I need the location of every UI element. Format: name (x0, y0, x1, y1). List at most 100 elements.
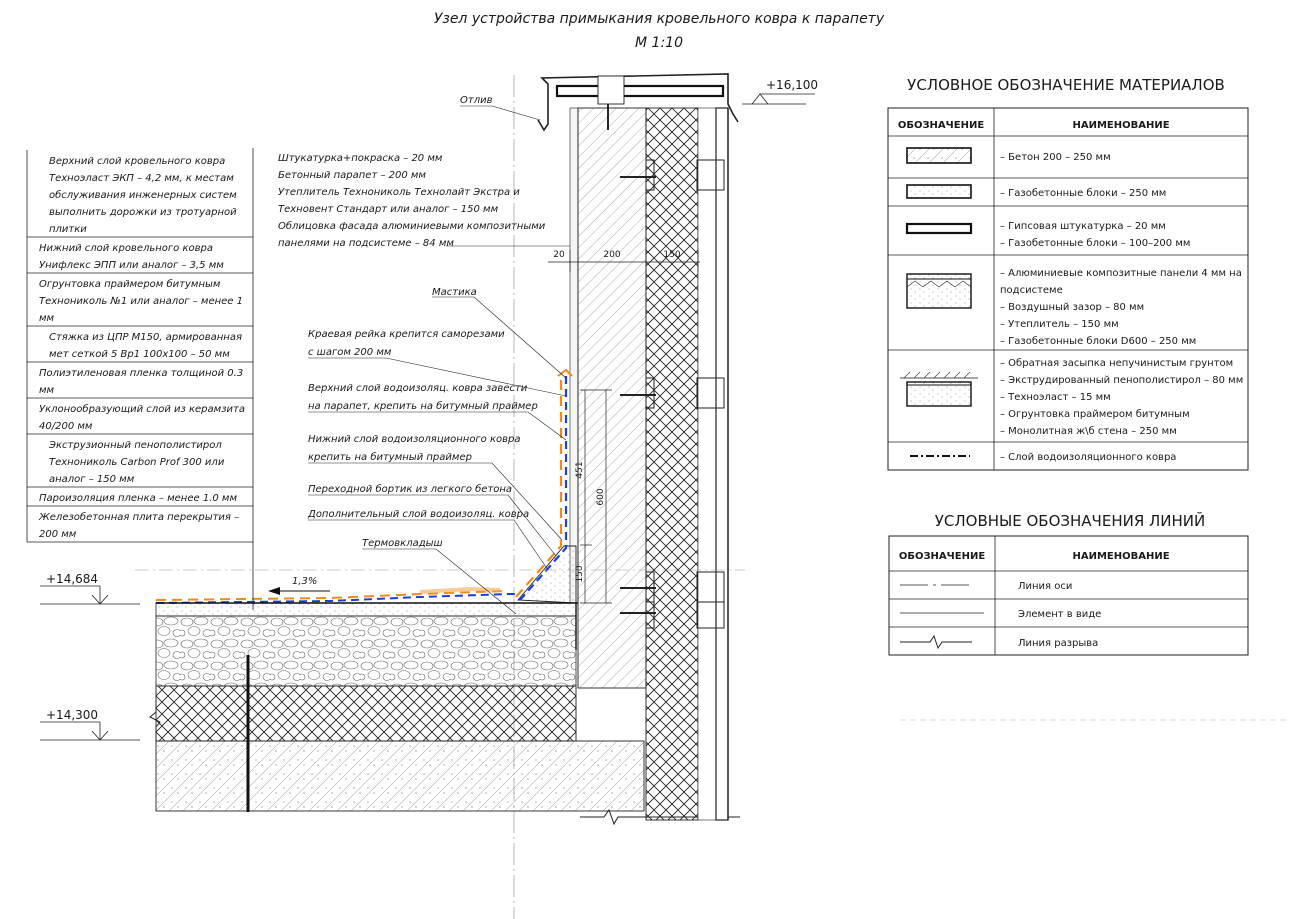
material-row: – Техноэласт – 15 мм (1000, 392, 1111, 403)
keramzit-layer (155, 615, 577, 687)
callout-mastika: Мастика (432, 287, 477, 298)
layer-line: аналог – 150 мм (49, 474, 135, 485)
layer-line: плитки (49, 224, 87, 235)
facade-panel (715, 107, 729, 821)
dim-150-bottom: 150 (575, 565, 585, 582)
symbol-plaster (905, 222, 973, 235)
callout-upper-1: Верхний слой водоизоляц. ковра завести (308, 383, 528, 394)
layer-line: 200 мм (39, 529, 77, 540)
symbol-concrete (906, 147, 972, 164)
material-row: – Газобетонные блоки – 100–200 мм (1000, 238, 1190, 249)
callout-lower-2: крепить на битумный праймер (308, 451, 472, 463)
elevation-slab-label: +14,300 (46, 708, 98, 722)
symbol-aerated (906, 184, 972, 199)
drawing-title: Узел устройства примыкания кровельного к… (434, 11, 885, 27)
elevation-roof: +14,684 (40, 572, 140, 605)
layer-line: 40/200 мм (39, 421, 93, 432)
layer-line: Огрунтовка праймером битумным (39, 278, 221, 290)
slab-layer (155, 740, 645, 812)
lines-col1: ОБОЗНАЧЕНИЕ (899, 551, 985, 562)
dimensions: 20 200 150 451 600 150 (135, 250, 1290, 721)
layer-line: Унифлекс ЭПП или аналог – 3,5 мм (39, 260, 224, 271)
material-row: – Гипсовая штукатурка – 20 мм (1000, 221, 1166, 232)
roof-section: 1,3% (149, 576, 740, 826)
material-row: – Воздушный зазор – 80 мм (1000, 302, 1144, 313)
layer-line: Железобетонная плита перекрытия – (38, 511, 239, 523)
layer-line: Технониколь №1 или аналог – менее 1 (39, 296, 243, 307)
elevation-roof-label: +14,684 (46, 572, 98, 586)
elevation-top-label: +16,100 (766, 78, 818, 92)
parapet-note-line: Утеплитель Технониколь Технолайт Экстра … (278, 187, 520, 198)
layer-line: мм (39, 385, 55, 396)
dim-200: 200 (603, 250, 620, 260)
material-row: – Алюминиевые композитные панели 4 мм на (1000, 268, 1242, 279)
layer-line: Верхний слой кровельного ковра (49, 156, 225, 167)
layer-line: Нижний слой кровельного ковра (39, 243, 213, 254)
layer-line: Техноэласт ЭКП – 4,2 мм, к местам (49, 173, 234, 184)
parapet-note-line: Штукатурка+покраска – 20 мм (278, 153, 443, 164)
layer-line: выполнить дорожки из тротуарной (49, 207, 237, 218)
dim-451: 451 (575, 461, 585, 478)
coping-flashing (537, 73, 739, 132)
line-row: Линия разрыва (1018, 638, 1098, 649)
callout-upper-2: на парапет, крепить на битумный праймер (308, 400, 538, 412)
screed-layer (155, 602, 577, 617)
layer-line: Технониколь Carbon Prof 300 или (49, 457, 225, 468)
drawing-scale: М 1:10 (635, 35, 683, 51)
lines-title: УСЛОВНЫЕ ОБОЗНАЧЕНИЯ ЛИНИЙ (935, 511, 1205, 530)
elevation-top: +16,100 (742, 78, 818, 105)
lines-legend: УСЛОВНЫЕ ОБОЗНАЧЕНИЯ ЛИНИЙ ОБОЗНАЧЕНИЕ Н… (888, 511, 1249, 656)
line-row: Элемент в виде (1018, 609, 1101, 620)
material-row: – Газобетонные блоки D600 – 250 мм (1000, 336, 1196, 347)
callout-reika-2: с шагом 200 мм (308, 347, 392, 358)
line-row: Линия оси (1018, 581, 1072, 592)
concrete-parapet (577, 107, 647, 689)
parapet-note-line: панелями на подсистеме – 84 мм (278, 238, 454, 249)
callout-reika-1: Краевая рейка крепится саморезами (308, 329, 505, 340)
parapet-insulation (645, 107, 699, 821)
callout-dop: Дополнительный слой водоизоляц. ковра (307, 509, 529, 520)
callout-termo: Термовкладыш (362, 538, 443, 549)
material-row: – Монолитная ж\б стена – 250 мм (1000, 426, 1177, 437)
symbol-break-line (900, 634, 972, 650)
layers-table: Верхний слой кровельного ковраТехноэласт… (26, 148, 254, 610)
transition-fillet (517, 545, 577, 604)
material-row: – Утеплитель – 150 мм (1000, 319, 1119, 330)
dim-600: 600 (596, 488, 606, 505)
materials-col2: НАИМЕНОВАНИЕ (1072, 120, 1169, 131)
layer-line: обслуживания инженерных систем (49, 189, 237, 201)
parapet-note-line: Техновент Стандарт или аналог – 150 мм (278, 204, 499, 215)
layer-line: Уклонообразующий слой из керамзита (39, 403, 245, 415)
symbol-foundation (906, 381, 972, 407)
material-row: – Газобетонные блоки – 250 мм (1000, 188, 1166, 199)
layer-line: Экструзионный пенополистирол (48, 440, 222, 451)
material-row: – Слой водоизоляционного ковра (1000, 452, 1176, 463)
layer-line: мм (39, 313, 55, 324)
callouts: Отлив Мастика Краевая рейка крепится сам… (307, 95, 567, 615)
dim-150: 150 (663, 250, 680, 260)
callout-lower-1: Нижний слой водоизоляционного ковра (308, 434, 521, 445)
callout-bortik: Переходной бортик из легкого бетона (308, 483, 512, 495)
slope-label: 1,3% (292, 576, 317, 587)
xps-layer (155, 685, 577, 742)
layer-line: Полиэтиленовая пленка толщиной 0.3 (39, 368, 243, 379)
parapet-note: Штукатурка+покраска – 20 мм Бетонный пар… (278, 153, 570, 249)
parapet-note-line: Бетонный парапет – 200 мм (278, 170, 426, 181)
layer-line: Пароизоляция пленка – менее 1.0 мм (39, 493, 237, 504)
material-row: – Обратная засыпка непучинистым грунтом (1000, 358, 1233, 369)
parapet-section (156, 73, 739, 821)
materials-title: УСЛОВНОЕ ОБОЗНАЧЕНИЕ МАТЕРИАЛОВ (907, 76, 1225, 94)
material-row: – Бетон 200 – 250 мм (1000, 152, 1111, 163)
material-row: подсистеме (1000, 285, 1063, 296)
callout-otliv: Отлив (460, 95, 493, 106)
materials-legend: УСЛОВНОЕ ОБОЗНАЧЕНИЕ МАТЕРИАЛОВ ОБОЗНАЧЕ… (887, 76, 1249, 471)
dim-20: 20 (553, 250, 565, 260)
symbol-facade (906, 273, 972, 309)
elevation-slab: +14,300 (40, 708, 140, 741)
material-row: – Огрунтовка праймером битумным (1000, 409, 1190, 420)
lines-col2: НАИМЕНОВАНИЕ (1072, 551, 1169, 562)
parapet-note-line: Облицовка фасада алюминиевыми композитны… (278, 220, 546, 232)
material-row: – Экструдированный пенополистирол – 80 м… (1000, 375, 1243, 386)
layer-line: Стяжка из ЦПР М150, армированная (49, 332, 242, 343)
